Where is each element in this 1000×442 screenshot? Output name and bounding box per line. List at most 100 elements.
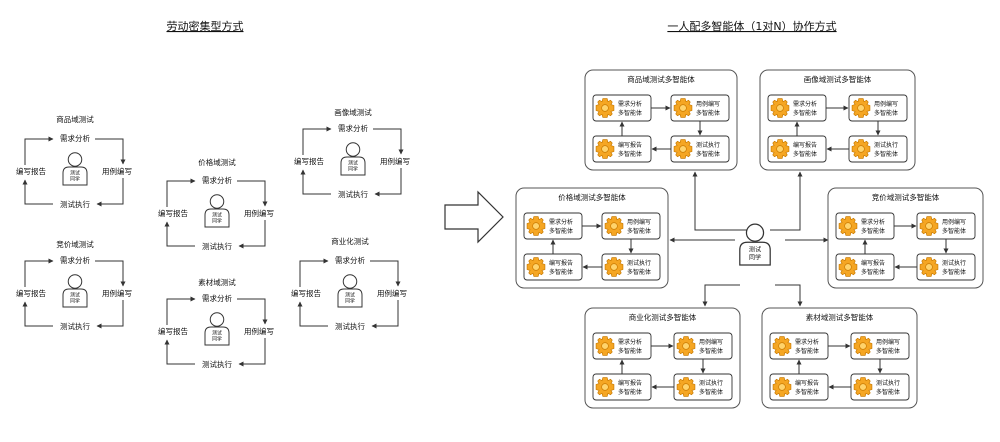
- agent-group-title: 商品域测试多智能体: [627, 74, 695, 84]
- gear-icon: [595, 139, 615, 159]
- step-report: 编写报告: [158, 208, 188, 218]
- gear-icon: [526, 257, 546, 277]
- agent-suffix-label: 多智能体: [618, 150, 642, 158]
- agent-step-label: 用例编写: [696, 100, 720, 108]
- agent-group: 素材域测试多智能体需求分析多智能体用例编写多智能体测试执行多智能体编写报告多智能…: [761, 307, 918, 409]
- person-label-line2: 同学: [345, 298, 355, 305]
- gear-icon: [838, 216, 858, 236]
- transition-arrow: [444, 190, 504, 244]
- agent-suffix-label: 多智能体: [874, 150, 898, 158]
- gear-icon: [772, 336, 792, 356]
- agent-suffix-label: 多智能体: [942, 227, 966, 235]
- agent-suffix-label: 多智能体: [618, 109, 642, 117]
- agent-suffix-label: 多智能体: [861, 268, 885, 276]
- person-label-line2: 同学: [749, 253, 761, 261]
- gear-icon: [772, 377, 792, 397]
- agent-group: 商业化测试多智能体需求分析多智能体用例编写多智能体测试执行多智能体编写报告多智能…: [584, 307, 741, 409]
- agent-suffix-label: 多智能体: [549, 268, 573, 276]
- agent-suffix-label: 多智能体: [793, 109, 817, 117]
- agent-group-title: 画像域测试多智能体: [804, 74, 872, 84]
- step-exec: 测试执行: [202, 241, 232, 251]
- labor-cluster: 价格域测试需求分析用例编写测试执行编写报告测试同学: [158, 157, 274, 251]
- person-label-line2: 同学: [212, 218, 222, 225]
- left-title: 劳动密集型方式: [167, 19, 244, 33]
- agent-suffix-label: 多智能体: [627, 227, 651, 235]
- agent-group-title: 价格域测试多智能体: [558, 192, 626, 202]
- agent-suffix-label: 多智能体: [699, 347, 723, 355]
- agent-step-label: 需求分析: [618, 338, 642, 346]
- person-label-line2: 同学: [212, 336, 222, 343]
- agent-group-title: 素材域测试多智能体: [806, 312, 874, 322]
- agent-step-label: 编写报告: [793, 141, 817, 149]
- step-report: 编写报告: [291, 288, 321, 298]
- agent-step-label: 需求分析: [549, 218, 573, 226]
- agent-step-label: 用例编写: [874, 100, 898, 108]
- gear-icon: [595, 336, 615, 356]
- gear-icon: [770, 98, 790, 118]
- step-case: 用例编写: [102, 166, 132, 176]
- step-report: 编写报告: [294, 156, 324, 166]
- gear-icon: [673, 98, 693, 118]
- agent-group: 商品域测试多智能体需求分析多智能体用例编写多智能体测试执行多智能体编写报告多智能…: [584, 69, 738, 171]
- agent-step-label: 测试执行: [696, 141, 720, 149]
- step-demand: 需求分析: [335, 255, 365, 265]
- gear-icon: [604, 257, 624, 277]
- agent-suffix-label: 多智能体: [876, 347, 900, 355]
- agent-step-label: 测试执行: [942, 259, 966, 267]
- agent-step-label: 需求分析: [618, 100, 642, 108]
- agent-suffix-label: 多智能体: [618, 347, 642, 355]
- gear-icon: [676, 336, 696, 356]
- step-exec: 测试执行: [60, 321, 90, 331]
- person-label-line2: 同学: [70, 298, 80, 305]
- agent-suffix-label: 多智能体: [876, 388, 900, 396]
- step-exec: 测试执行: [335, 321, 365, 331]
- person-label-line2: 同学: [348, 166, 358, 173]
- person-label-line1: 测试: [70, 170, 80, 177]
- labor-cluster: 画像域测试需求分析用例编写测试执行编写报告测试同学: [294, 107, 410, 199]
- step-case: 用例编写: [380, 156, 410, 166]
- gear-icon: [673, 139, 693, 159]
- cluster-title: 素材域测试: [198, 277, 236, 287]
- agent-step-label: 用例编写: [942, 218, 966, 226]
- labor-cluster: 商业化测试需求分析用例编写测试执行编写报告测试同学: [291, 236, 407, 331]
- agent-step-label: 编写报告: [549, 259, 573, 267]
- left-clusters: 商品域测试需求分析用例编写测试执行编写报告测试同学价格域测试需求分析用例编写测试…: [16, 107, 410, 369]
- agent-suffix-label: 多智能体: [549, 227, 573, 235]
- person-label-line1: 测试: [749, 246, 761, 254]
- agent-step-label: 测试执行: [699, 379, 723, 387]
- step-case: 用例编写: [244, 326, 274, 336]
- agent-group-title: 竞价域测试多智能体: [872, 192, 940, 202]
- agent-suffix-label: 多智能体: [942, 268, 966, 276]
- agent-group: 竞价域测试多智能体需求分析多智能体用例编写多智能体测试执行多智能体编写报告多智能…: [827, 187, 984, 289]
- gear-icon: [853, 377, 873, 397]
- agent-group: 画像域测试多智能体需求分析多智能体用例编写多智能体测试执行多智能体编写报告多智能…: [759, 69, 916, 171]
- gear-icon: [526, 216, 546, 236]
- person-label-line2: 同学: [70, 176, 80, 183]
- gear-icon: [851, 139, 871, 159]
- cluster-title: 商品域测试: [56, 114, 94, 124]
- agent-group: 价格域测试多智能体需求分析多智能体用例编写多智能体测试执行多智能体编写报告多智能…: [515, 187, 669, 289]
- step-demand: 需求分析: [202, 175, 232, 185]
- agent-group-title: 商业化测试多智能体: [629, 312, 697, 322]
- gear-icon: [604, 216, 624, 236]
- step-demand: 需求分析: [202, 293, 232, 303]
- agent-suffix-label: 多智能体: [795, 388, 819, 396]
